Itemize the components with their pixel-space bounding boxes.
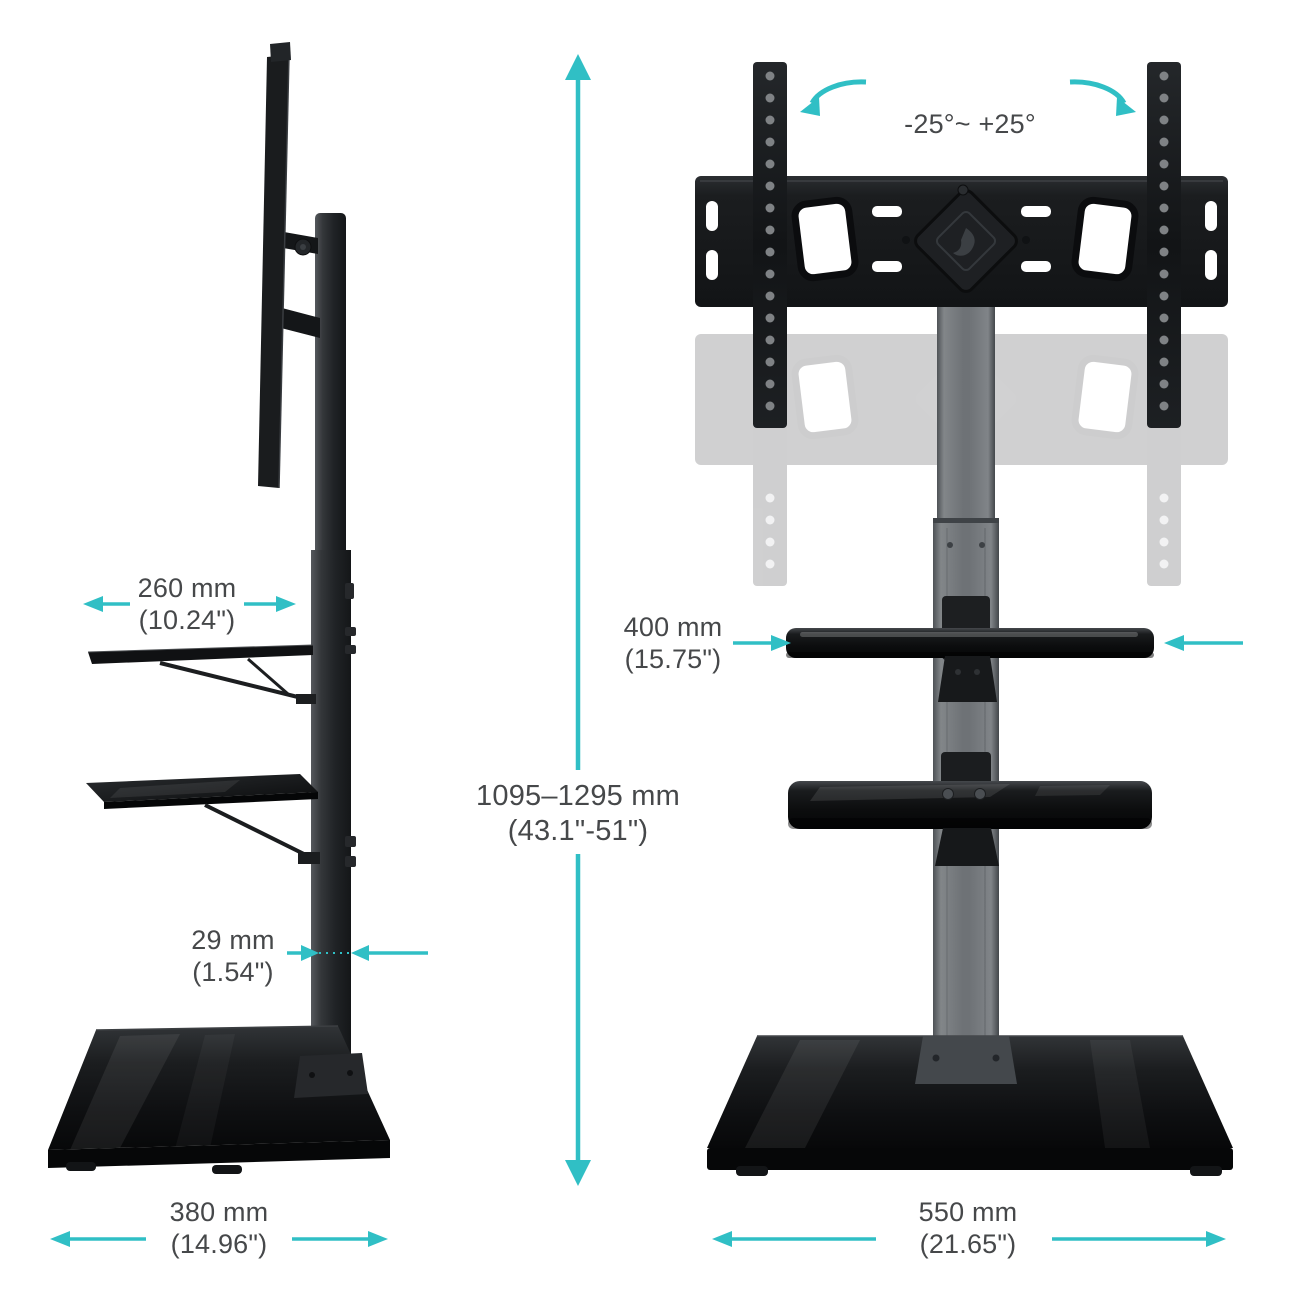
side-pole-lower [311,550,351,1085]
swivel-range-label: -25°~ +25° [904,108,1036,140]
dimension-pole-depth: 29 mm (1.54") [191,924,275,988]
side-shelf-lower [86,774,320,864]
swivel-range-value: -25°~ +25° [904,109,1036,139]
front-shelf-upper [786,596,1154,702]
bracket-cutout-right [1071,196,1139,282]
plate-top-clip [270,42,291,62]
horizontal-double-arrow-base-front [712,1231,1226,1247]
swivel-rotation-arrows [800,79,1136,116]
curved-rotation-arrow-right-icon [1069,79,1127,105]
dimension-imperial: (1.54") [192,957,274,987]
side-base [48,1025,390,1174]
dimension-metric: 260 mm [137,573,237,603]
dimension-height-range: 1095–1295 mm (43.1"-51") [476,779,680,849]
dimension-metric: 1095–1295 mm [476,780,680,812]
bracket-cutout-left [791,196,859,282]
dimension-metric: 29 mm [191,925,275,955]
shelf-width-arrows-front [733,635,1243,651]
side-view-illustration [48,42,390,1174]
front-column-collar [915,1036,1017,1084]
dimension-imperial: (14.96") [170,1229,268,1259]
horizontal-double-arrow-base-side [50,1231,388,1247]
dimension-imperial: (43.1"-51") [507,815,649,847]
dimension-base-depth-side: 380 mm (14.96") [170,1196,269,1260]
dimension-imperial: (15.75") [624,644,722,674]
dimension-imperial: (21.65") [919,1229,1017,1259]
curved-rotation-arrow-left-icon [809,79,867,105]
dimension-shelf-width-front: 400 mm (15.75") [624,611,723,675]
pole-depth-arrows [287,945,428,961]
front-column-upper [937,293,995,533]
side-pole-upper [315,213,346,558]
front-shelf-lower [788,752,1152,866]
side-shelf-upper [87,644,316,704]
horizontal-double-arrow-shelf-side [83,596,296,612]
vertical-double-arrow-height [565,54,591,1186]
front-base [707,1035,1233,1176]
front-view-illustration [695,62,1233,1176]
pole-cable-clips [345,583,356,867]
tv-mount-bracket [695,176,1228,307]
vesa-rails [753,62,1181,428]
dimension-shelf-depth-side: 260 mm (10.24") [138,572,237,636]
dimension-metric: 550 mm [918,1197,1018,1227]
dimension-arrows [50,54,1243,1247]
bracket-slots [706,201,1217,280]
mount-arm-lower [281,308,320,338]
dimension-base-width-front: 550 mm (21.65") [919,1196,1018,1260]
side-pole-collar [294,1053,368,1098]
dimension-metric: 380 mm [169,1197,269,1227]
dimension-imperial: (10.24") [138,605,236,635]
dimension-metric: 400 mm [623,612,723,642]
